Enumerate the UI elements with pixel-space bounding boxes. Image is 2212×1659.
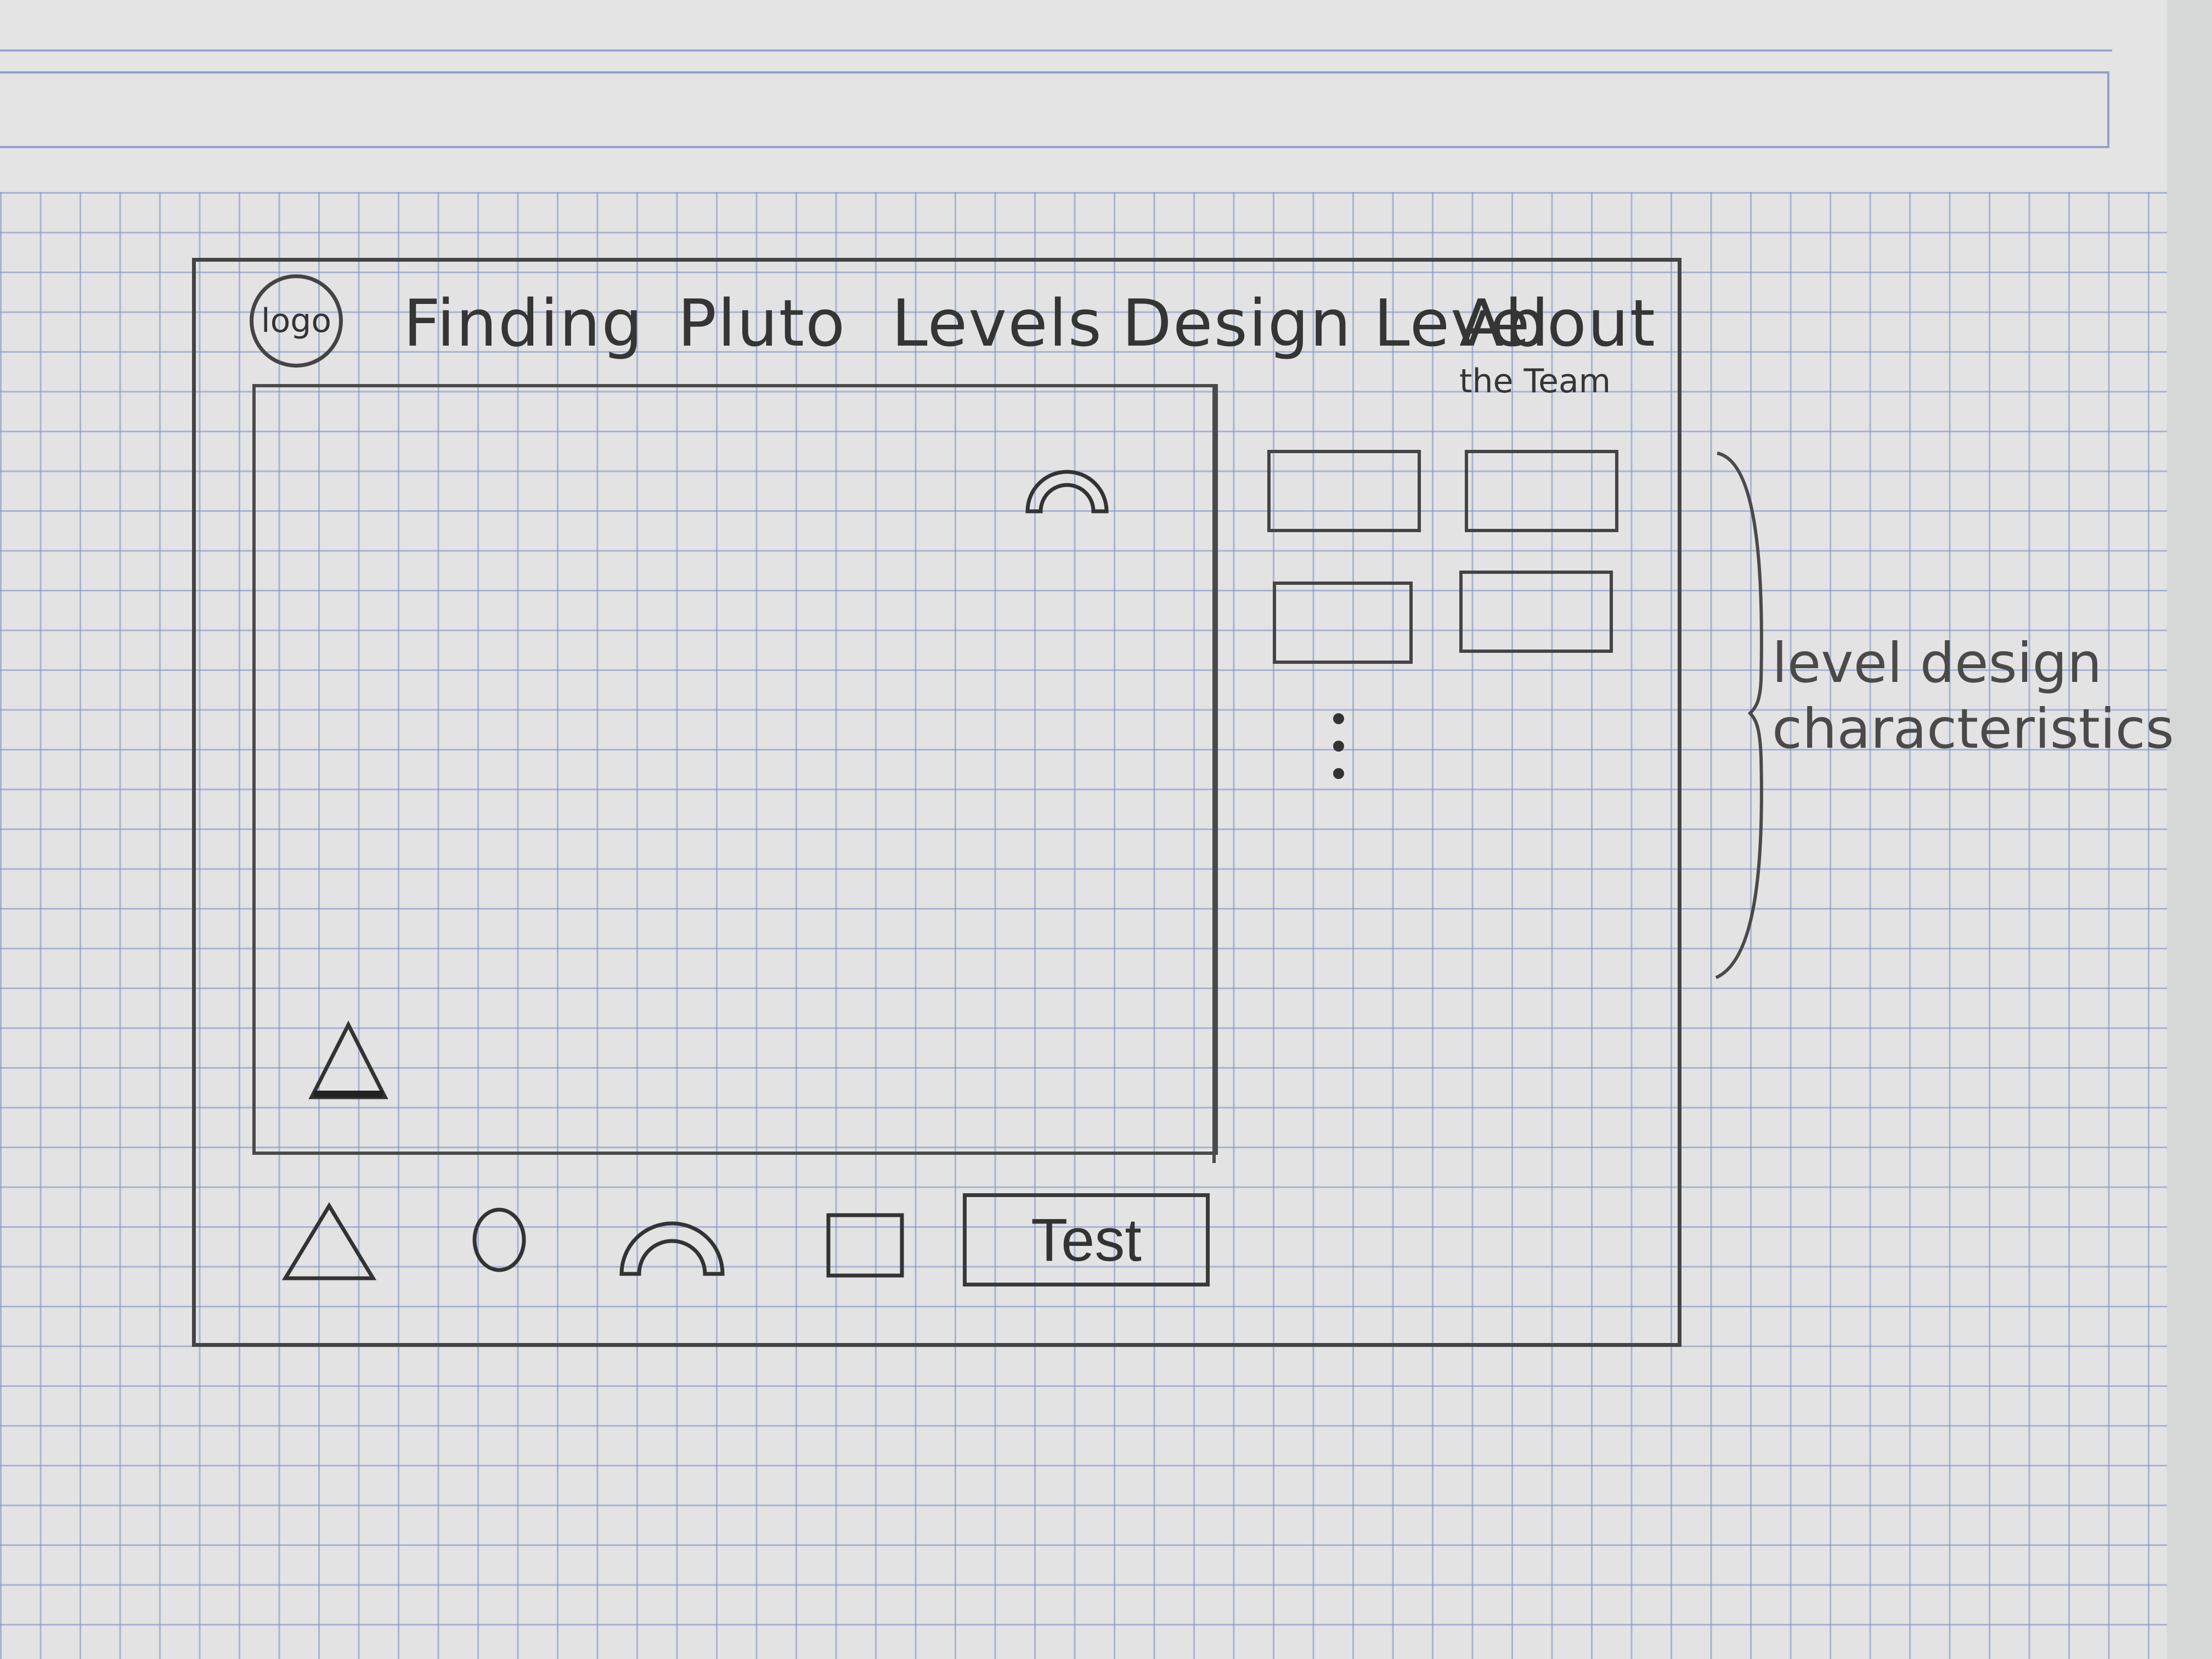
nav-item-levels[interactable]: Levels	[891, 285, 1103, 361]
tool-circle-icon[interactable]	[469, 1204, 529, 1276]
annotation-line1: level design	[1772, 631, 2102, 695]
level-card[interactable]	[1459, 571, 1613, 653]
grid-paper	[0, 0, 2167, 1659]
level-canvas[interactable]	[252, 384, 1218, 1155]
tool-triangle-icon[interactable]	[280, 1201, 379, 1284]
nav-item-pluto[interactable]: Pluto	[678, 285, 847, 361]
paper-header-area	[0, 0, 2167, 192]
paper-rule	[0, 49, 2112, 52]
canvas-arch-icon[interactable]	[1023, 461, 1111, 516]
nav-item-finding[interactable]: Finding	[403, 285, 644, 361]
nav-item-about[interactable]: About	[1459, 285, 1656, 361]
panel-divider	[1212, 384, 1216, 1163]
app-window	[192, 258, 1681, 1347]
nav-item-design-level[interactable]: Design Level	[1122, 285, 1550, 361]
curly-brace	[1715, 452, 1763, 979]
tool-square-icon[interactable]	[826, 1212, 905, 1278]
more-items-ellipsis	[1333, 713, 1344, 795]
test-button[interactable]: Test	[963, 1193, 1210, 1286]
tool-arch-icon[interactable]	[617, 1212, 727, 1278]
level-card[interactable]	[1273, 582, 1413, 664]
paper-header-box	[0, 71, 2109, 148]
nav-item-about-sub[interactable]: the Team	[1459, 362, 1611, 400]
annotation-line2: characteristics	[1772, 697, 2174, 761]
level-card[interactable]	[1267, 450, 1421, 532]
logo[interactable]: logo	[250, 274, 343, 368]
canvas-triangle-icon[interactable]	[307, 1020, 390, 1103]
logo-label: logo	[261, 302, 332, 340]
level-card[interactable]	[1465, 450, 1618, 532]
